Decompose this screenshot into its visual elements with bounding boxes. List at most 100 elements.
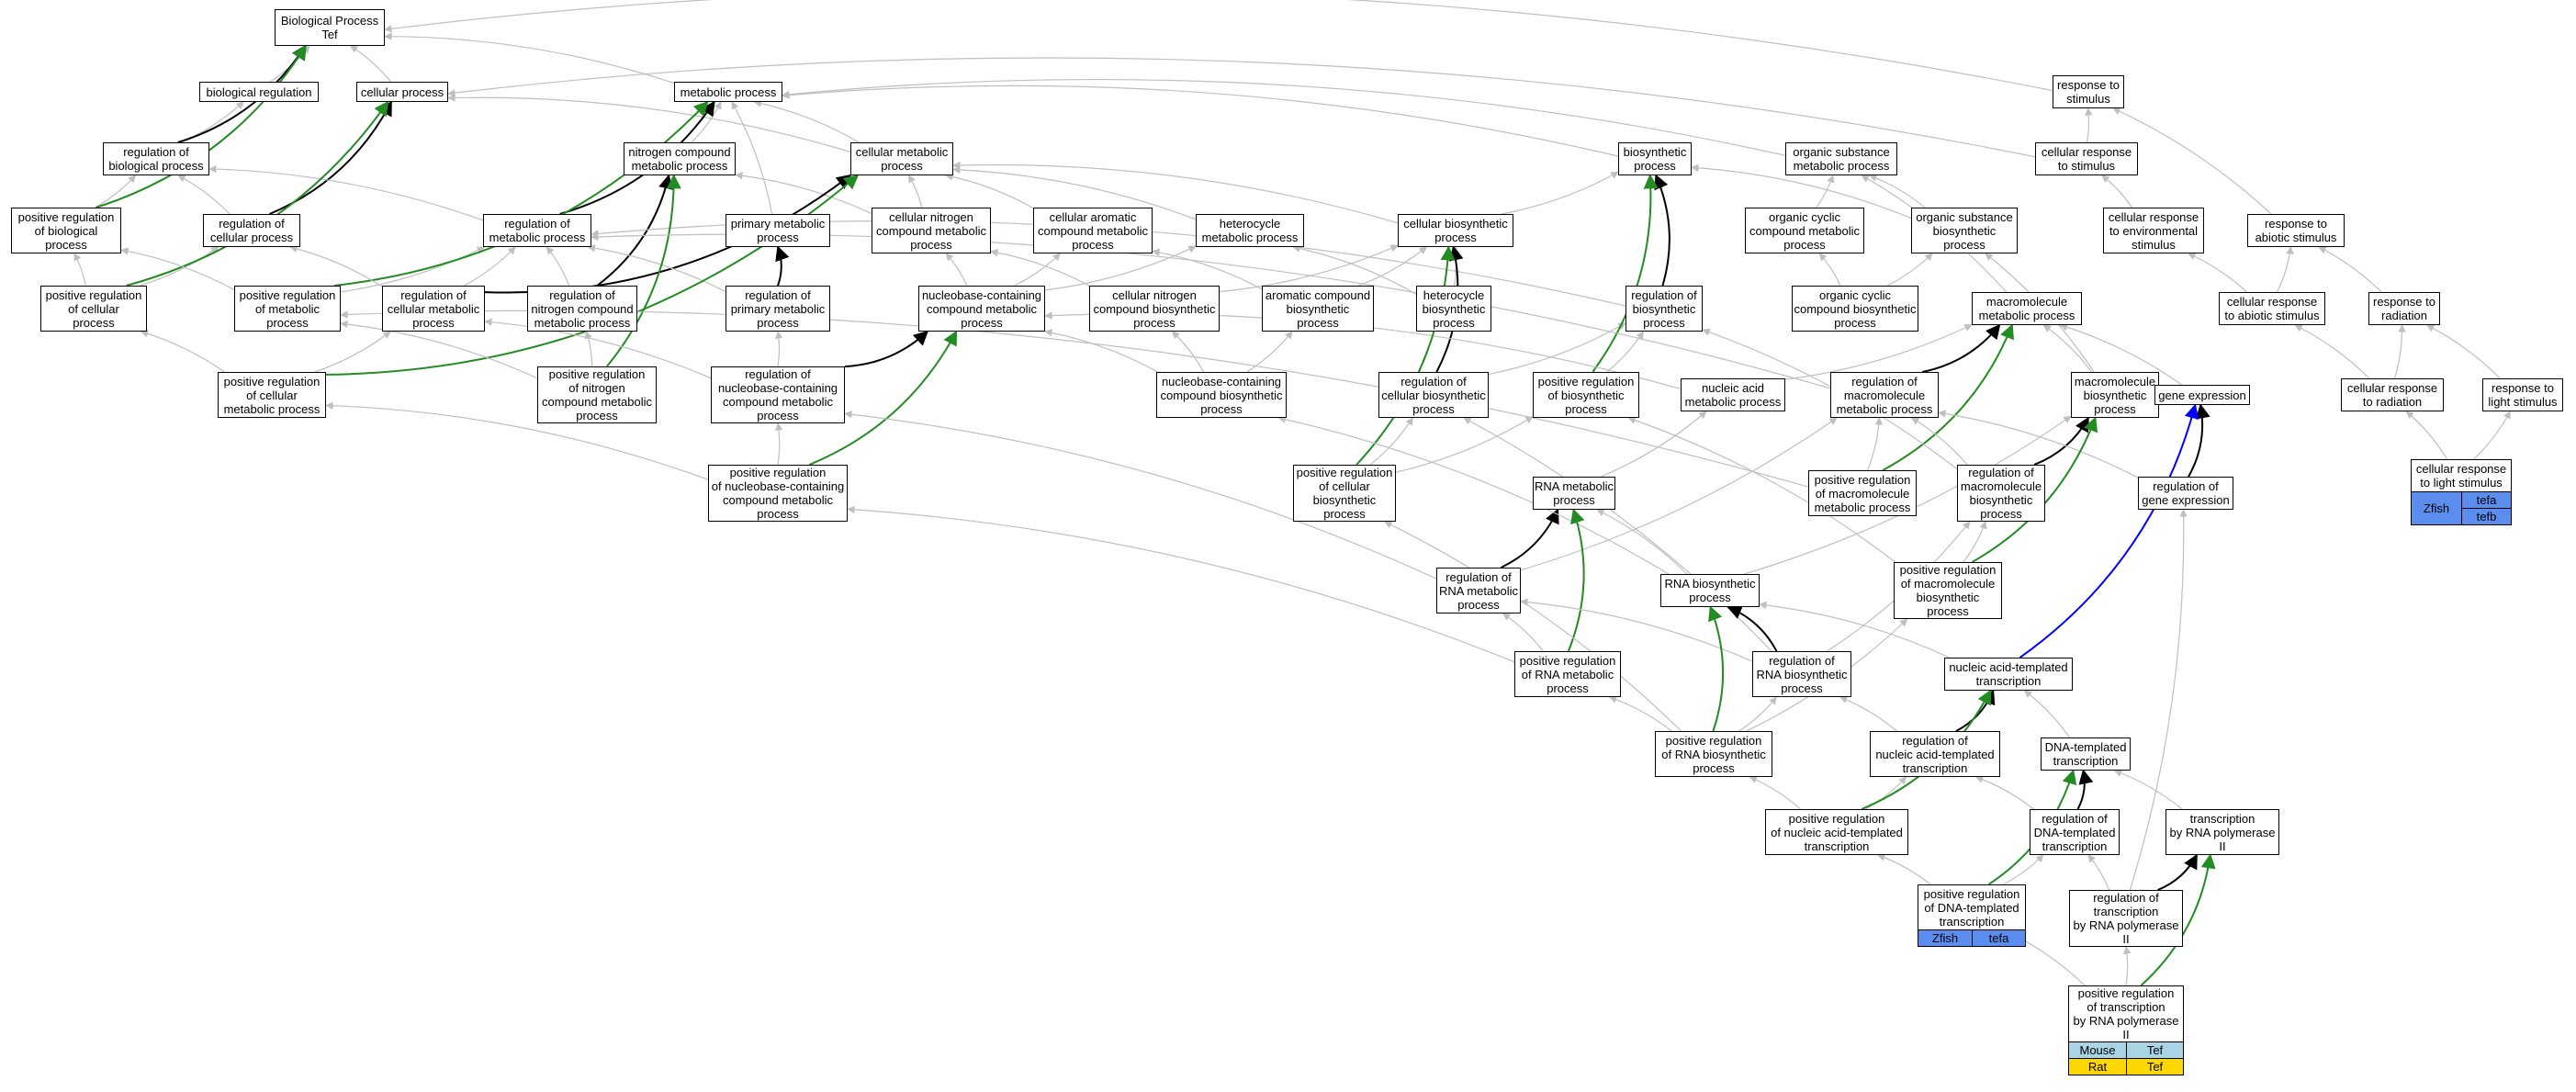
go-term-posregnbcmp[interactable]: positive regulation of nucleobase-contai… — [708, 465, 848, 522]
go-term-regprimp[interactable]: regulation of primary metabolic process — [726, 286, 830, 332]
go-term-occbp[interactable]: organic cyclic compound biosynthetic pro… — [1792, 286, 1918, 332]
go-term-regnbcmp[interactable]: regulation of nucleobase-containing comp… — [711, 366, 845, 423]
go-term-cp[interactable]: cellular process — [356, 82, 448, 102]
edge-is_a-posregrnamp-to-regrnamp — [1502, 613, 1544, 652]
go-term-bp[interactable]: Biological Process Tef — [275, 9, 385, 46]
go-term-regmp[interactable]: regulation of metabolic process — [483, 214, 591, 247]
go-term-cbp[interactable]: cellular biosynthetic process — [1398, 214, 1513, 247]
go-term-regrnamp[interactable]: regulation of RNA metabolic process — [1436, 568, 1521, 614]
go-term-cacmp[interactable]: cellular aromatic compound metabolic pro… — [1033, 208, 1153, 253]
edge-is_a-regnatt-to-regrnabp — [1839, 695, 1897, 732]
edge-is_a-regcp-to-regbp — [177, 174, 231, 215]
edge-is_a-hmp-to-cmp — [952, 165, 1197, 220]
go-term-posregcbp[interactable]: positive regulation of cellular biosynth… — [1293, 465, 1396, 522]
edge-is_a-posregnatt-to-regnatt — [1865, 776, 1907, 810]
edge-is_a-posregnatt-to-posregrnabp — [1749, 776, 1801, 810]
go-term-primp[interactable]: primary metabolic process — [726, 214, 830, 247]
go-term-regbsp[interactable]: regulation of biosynthetic process — [1625, 286, 1703, 332]
go-term-regcp[interactable]: regulation of cellular process — [203, 214, 300, 247]
edge-positively_regulates-posregnbcmp-to-nbcmp — [808, 330, 958, 466]
go-term-rtls[interactable]: response to light stimulus — [2482, 378, 2563, 411]
edge-positively_regulates-posregmacbp-to-macbp — [1971, 416, 2098, 563]
go-term-crtas[interactable]: cellular response to abiotic stimulus — [2219, 292, 2325, 325]
edge-is_a-posregtrp2-to-regtrp2 — [2123, 946, 2132, 986]
go-term-ncmp[interactable]: nitrogen compound metabolic process — [624, 142, 736, 175]
go-term-cres[interactable]: cellular response to environmental stimu… — [2103, 208, 2204, 253]
go-term-regncmp[interactable]: regulation of nitrogen compound metaboli… — [527, 286, 637, 332]
go-term-dtt[interactable]: DNA-templated transcription — [2041, 737, 2131, 771]
edge-is_a-ge-to-macmp — [2059, 323, 2182, 386]
edge-is_a-posregmp-to-posregbp — [120, 247, 235, 291]
go-term-posregmacmp[interactable]: positive regulation of macromolecule met… — [1808, 470, 1917, 516]
go-term-mp[interactable]: metabolic process — [674, 82, 782, 102]
edge-is_a-occbp-to-occmp — [1818, 253, 1841, 287]
edge-is_a-posregnbcmp-to-posregcmp — [325, 401, 709, 480]
go-term-regcbp[interactable]: regulation of cellular biosynthetic proc… — [1378, 372, 1489, 418]
edge-is_a-regcmp-to-regmp — [463, 246, 516, 287]
go-term-acbp[interactable]: aromatic compound biosynthetic process — [1262, 286, 1374, 332]
go-term-posregrnabp[interactable]: positive regulation of RNA biosynthetic … — [1655, 731, 1772, 777]
go-term-natt[interactable]: nucleic acid-templated transcription — [1944, 658, 2073, 691]
go-term-rnamp[interactable]: RNA metabolic process — [1533, 477, 1615, 510]
edge-is_a-posregrnabp-to-regrnabp — [1738, 696, 1777, 732]
go-term-regge[interactable]: regulation of gene expression — [2138, 477, 2233, 510]
go-term-regtrp2[interactable]: regulation of transcription by RNA polym… — [2069, 890, 2183, 947]
edge-is_a-cncmp-to-ncmp — [735, 172, 872, 215]
go-term-posregbp[interactable]: positive regulation of biological proces… — [11, 208, 121, 253]
go-term-posregmacbp[interactable]: positive regulation of macromolecule bio… — [1894, 562, 2002, 619]
edge-is_a-hbp-to-hmp — [1292, 244, 1417, 295]
go-term-posregrnamp[interactable]: positive regulation of RNA metabolic pro… — [1514, 651, 1621, 697]
go-term-posregmp[interactable]: positive regulation of metabolic process — [234, 286, 341, 332]
go-term-osmp[interactable]: organic substance metabolic process — [1785, 142, 1897, 175]
edge-positively_regulates-posregcbp-to-cbp — [1355, 245, 1456, 466]
edge-is_a-regncmp-to-regmp — [546, 246, 570, 287]
go-term-crs[interactable]: cellular response to stimulus — [2035, 142, 2138, 175]
go-term-rtas[interactable]: response to abiotic stimulus — [2247, 214, 2345, 247]
go-term-crrad[interactable]: cellular response to radiation — [2341, 378, 2444, 411]
go-term-rtrad[interactable]: response to radiation — [2368, 292, 2440, 325]
go-term-posregtrp2[interactable]: positive regulation of transcription by … — [2068, 985, 2184, 1042]
go-term-trp2[interactable]: transcription by RNA polymerase II — [2165, 809, 2279, 855]
go-term-posregncmp[interactable]: positive regulation of nitrogen compound… — [537, 366, 657, 423]
edge-is_a-posregmacmp-to-regmacmp — [1867, 417, 1884, 471]
edge-is_a-crtas-to-cres — [2188, 253, 2248, 293]
go-term-crls[interactable]: cellular response to light stimulus — [2411, 459, 2512, 492]
go-term-cncbp[interactable]: cellular nitrogen compound biosynthetic … — [1089, 286, 1220, 332]
edge-is_a-posregcmp-to-regcmp — [314, 331, 391, 373]
go-term-nbcmp[interactable]: nucleobase-containing compound metabolic… — [918, 286, 1045, 332]
go-term-posregnatt[interactable]: positive regulation of nucleic acid-temp… — [1765, 809, 1908, 855]
go-term-posregdtt[interactable]: positive regulation of DNA-templated tra… — [1918, 884, 2026, 930]
edge-is_a-nbcbp-to-acbp — [1246, 331, 1293, 373]
go-term-posregbsp[interactable]: positive regulation of biosynthetic proc… — [1533, 372, 1639, 418]
go-term-ge[interactable]: gene expression — [2154, 385, 2250, 405]
go-term-regmacbp[interactable]: regulation of macromolecule biosynthetic… — [1957, 465, 2045, 522]
go-term-hbp[interactable]: heterocycle biosynthetic process — [1416, 286, 1491, 332]
go-term-regmacmp[interactable]: regulation of macromolecule metabolic pr… — [1830, 372, 1939, 418]
go-term-nbcbp[interactable]: nucleobase-containing compound biosynthe… — [1156, 372, 1287, 418]
edge-is_a-regdtt-to-regnatt — [1974, 775, 2034, 810]
go-term-macbp[interactable]: macromolecule biosynthetic process — [2071, 372, 2159, 418]
go-term-posregcmp[interactable]: positive regulation of cellular metaboli… — [218, 372, 326, 418]
edge-is_a-posregncmp-to-regncmp — [584, 331, 593, 367]
go-term-namp[interactable]: nucleic acid metabolic process — [1681, 378, 1785, 411]
go-term-regnatt[interactable]: regulation of nucleic acid-templated tra… — [1870, 731, 2000, 777]
go-term-cmp[interactable]: cellular metabolic process — [850, 142, 953, 175]
go-term-macmp[interactable]: macromolecule metabolic process — [1972, 292, 2082, 325]
edge-is_a-regnbcmp-to-regcmp — [484, 318, 712, 379]
go-term-occmp[interactable]: organic cyclic compound metabolic proces… — [1745, 208, 1864, 253]
gene-cell: tefa — [1972, 929, 2025, 946]
edge-is_a-nbcbp-to-cncbp — [1171, 331, 1205, 373]
go-term-hmp[interactable]: heterocycle metabolic process — [1196, 214, 1304, 247]
go-term-regcmp[interactable]: regulation of cellular metabolic process — [382, 286, 485, 332]
go-term-osbp[interactable]: organic substance biosynthetic process — [1911, 208, 2018, 253]
go-term-cncmp[interactable]: cellular nitrogen compound metabolic pro… — [872, 208, 991, 253]
go-term-posregcp[interactable]: positive regulation of cellular process — [40, 286, 147, 332]
go-term-rnabp[interactable]: RNA biosynthetic process — [1660, 574, 1760, 607]
go-term-regdtt[interactable]: regulation of DNA-templated transcriptio… — [2030, 809, 2120, 855]
go-term-rts[interactable]: response to stimulus — [2053, 75, 2124, 108]
go-term-bsp[interactable]: biosynthetic process — [1618, 142, 1692, 175]
go-term-br[interactable]: biological regulation — [199, 82, 319, 102]
go-term-regrnabp[interactable]: regulation of RNA biosynthetic process — [1752, 651, 1851, 697]
go-term-regbp[interactable]: regulation of biological process — [103, 142, 209, 175]
